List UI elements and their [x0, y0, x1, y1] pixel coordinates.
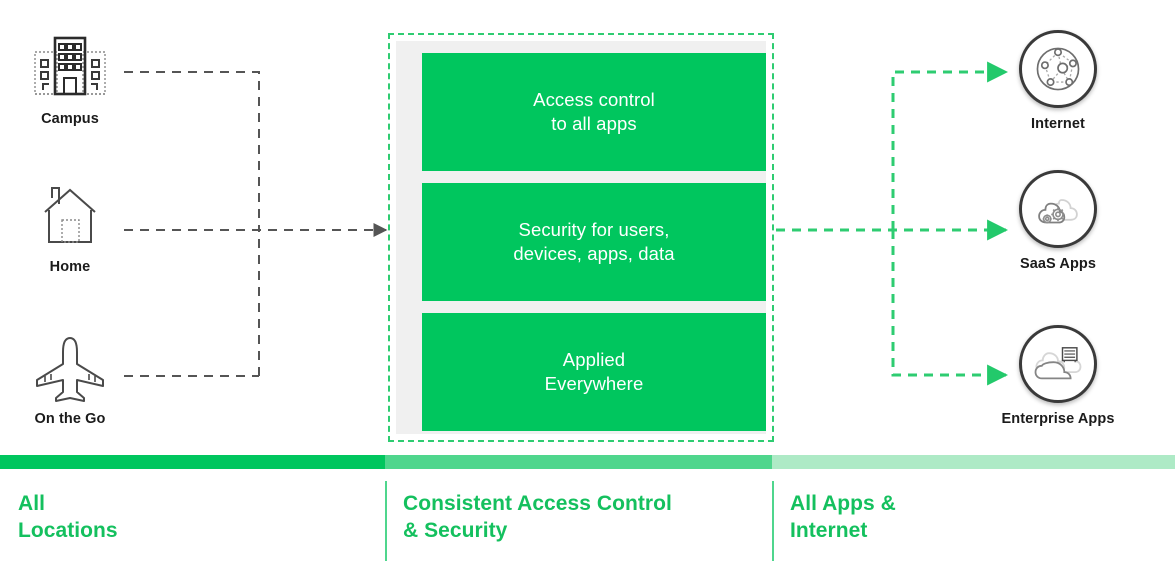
- legend-column-all-apps: All Apps & Internet: [772, 477, 1175, 565]
- pillar-card-text: Applied Everywhere: [545, 348, 644, 397]
- legend-column-all-locations: All Locations: [0, 477, 385, 565]
- pillar-card-text: Access control to all apps: [533, 88, 655, 137]
- destination-label: SaaS Apps: [1019, 256, 1097, 272]
- legend-column-consistent-access: Consistent Access Control & Security: [385, 477, 772, 565]
- destination-label: Enterprise Apps: [1001, 411, 1115, 427]
- pillar-card-security[interactable]: Security for users, devices, apps, data: [422, 183, 766, 301]
- destination-node-saas-apps[interactable]: SaaS Apps: [968, 170, 1148, 273]
- pillar-line-2: to all apps: [551, 113, 637, 134]
- legend-label: All Apps & Internet: [790, 492, 896, 542]
- airplane-icon: [36, 337, 104, 402]
- pillar-line-2: Everywhere: [544, 373, 644, 394]
- location-label: On the Go: [34, 411, 106, 427]
- pillar-line-2: devices, apps, data: [513, 243, 675, 264]
- legend-divider: [385, 481, 387, 561]
- cloud-server-icon: [1034, 347, 1082, 380]
- legend-label: All Locations: [18, 492, 118, 542]
- legend-bar-all-apps: [772, 455, 1175, 469]
- pillar-line-1: Security for users,: [518, 218, 670, 240]
- center-panel-inner: Access control to all apps Security for …: [396, 41, 766, 434]
- destination-node-internet[interactable]: Internet: [968, 30, 1148, 133]
- location-node-campus[interactable]: Campus: [0, 30, 140, 128]
- connector-onthego: [124, 230, 260, 377]
- destination-icon-circle: [1019, 170, 1097, 248]
- pillar-line-1: Access control: [533, 88, 655, 110]
- center-panel: Access control to all apps Security for …: [388, 33, 774, 442]
- legend-divider: [772, 481, 774, 561]
- house-icon: [44, 187, 96, 243]
- location-label: Campus: [41, 111, 99, 127]
- left-connectors: [124, 71, 388, 377]
- location-node-on-the-go[interactable]: On the Go: [0, 330, 140, 428]
- legend-label: Consistent Access Control & Security: [403, 492, 672, 542]
- office-building-icon: [34, 36, 106, 96]
- server-rack-glyph: [1061, 347, 1078, 363]
- destination-icon-circle: [1019, 30, 1097, 108]
- pillar-card-applied-everywhere[interactable]: Applied Everywhere: [422, 313, 766, 431]
- destination-node-enterprise-apps[interactable]: Enterprise Apps: [968, 325, 1148, 428]
- location-label: Home: [49, 259, 91, 275]
- legend-bar-all-locations: [0, 455, 385, 469]
- pillar-line-1: Applied: [562, 348, 626, 370]
- pillar-card-access-control[interactable]: Access control to all apps: [422, 53, 766, 171]
- destination-icon-circle: [1019, 325, 1097, 403]
- legend-strip: All Locations Consistent Access Control …: [0, 455, 1175, 565]
- pillar-card-text: Security for users, devices, apps, data: [513, 218, 674, 267]
- network-globe-icon: [1036, 47, 1080, 91]
- cloud-gears-icon: [1038, 199, 1078, 224]
- destination-label: Internet: [1031, 116, 1085, 132]
- location-node-home[interactable]: Home: [0, 178, 140, 276]
- connector-campus: [124, 71, 260, 230]
- legend-bar-consistent-access: [385, 455, 772, 469]
